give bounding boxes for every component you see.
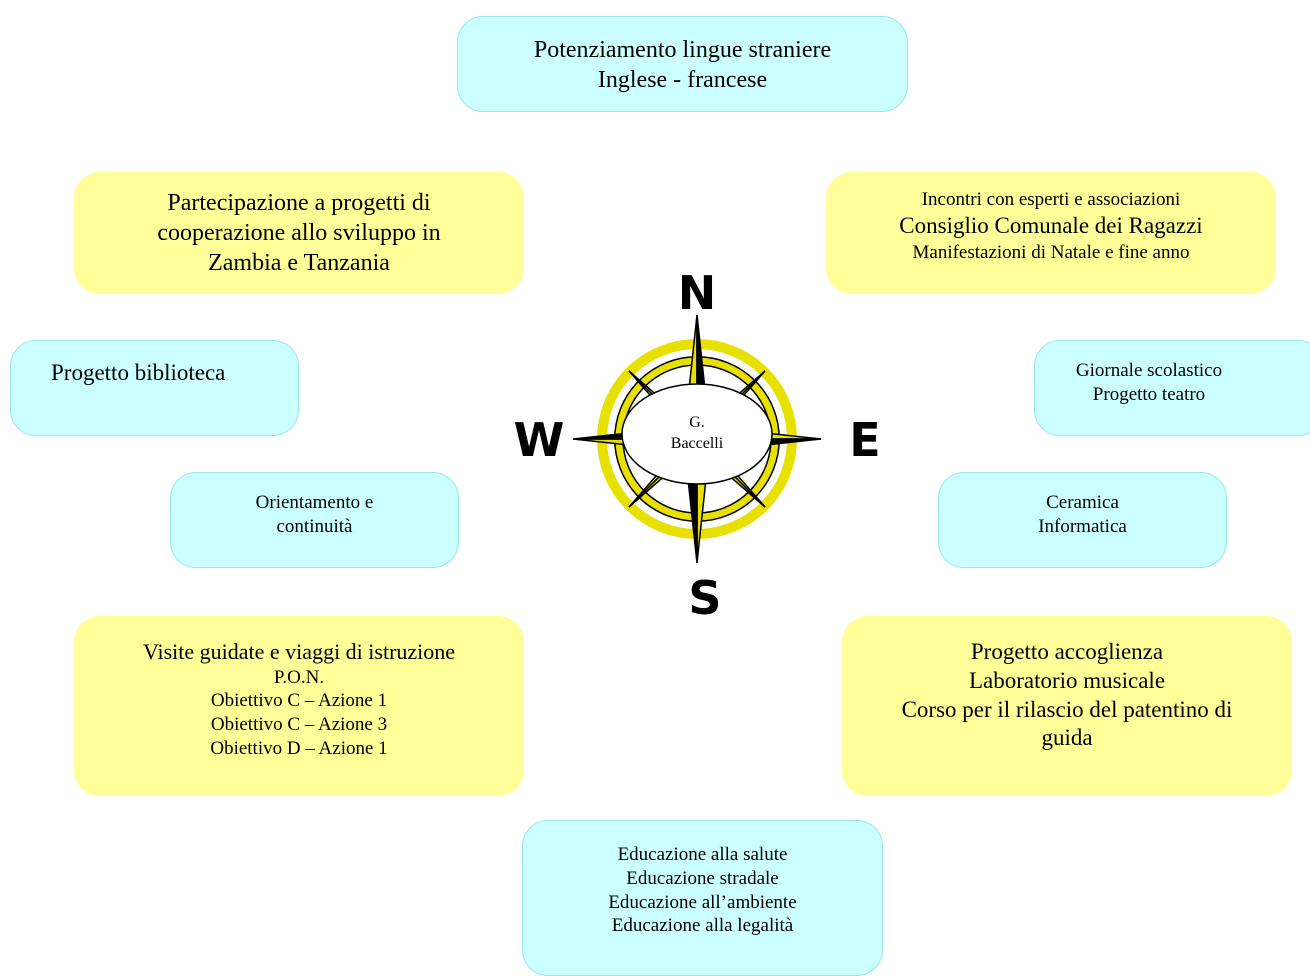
box-line: Educazione all’ambiente [608,891,797,913]
box-accoglienza: Progetto accoglienza Laboratorio musical… [842,616,1292,796]
box-line: Orientamento e [255,492,374,513]
box-line: Zambia e Tanzania [208,250,390,276]
box-line: Potenziamento lingue straniere [533,37,832,63]
compass-s: S [688,571,721,617]
compass-rose-icon: N S W E [515,266,881,617]
box-lingue-straniere: Potenziamento lingue straniere Inglese -… [457,16,908,112]
box-biblioteca: Progetto biblioteca [10,340,299,436]
box-line: cooperazione allo sviluppo in [157,220,441,246]
box-line: Corso per il rilascio del patentino di [901,696,1233,722]
box-line: Progetto accoglienza [970,639,1164,664]
box-line: Obiettivo C – Azione 3 [210,714,388,735]
box-line: Laboratorio musicale [968,667,1166,693]
box-line: Consiglio Comunale dei Ragazzi [899,212,1203,238]
box-line: continuità [276,515,353,537]
center-label: G. Baccelli [621,383,773,485]
compass-n: N [678,266,717,320]
box-line: P.O.N. [273,666,325,688]
box-line: Partecipazione a progetti di [167,190,431,216]
box-line: Progetto teatro [1092,383,1206,405]
box-incontri-esperti: Incontri con esperti e associazioni Cons… [826,172,1276,294]
compass-e: E [849,413,880,467]
box-cooperazione: Partecipazione a progetti di cooperazion… [74,172,524,294]
box-line: Informatica [1038,515,1127,537]
box-line: Visite guidate e viaggi di istruzione [142,639,456,664]
box-line: Obiettivo C – Azione 1 [210,690,388,712]
box-line: Educazione alla salute [617,844,788,865]
box-line: Obiettivo D – Azione 1 [210,737,388,759]
box-line: Giornale scolastico [1075,360,1223,381]
box-line: Progetto biblioteca [51,360,226,385]
center-label-line: Baccelli [670,435,724,452]
box-visite-pon: Visite guidate e viaggi di istruzione P.… [74,616,524,796]
compass-w: W [515,413,564,467]
box-ceramica-informatica: Ceramica Informatica [938,472,1227,568]
box-line: guida [1041,725,1093,751]
box-educazione: Educazione alla salute Educazione strada… [522,820,883,976]
box-line: Incontri con esperti e associazioni [921,189,1181,210]
center-label-line: G. [689,414,705,432]
box-giornale-teatro: Giornale scolastico Progetto teatro [1034,340,1310,436]
box-line: Educazione alla legalità [611,915,794,937]
box-line: Inglese - francese [597,67,768,93]
box-orientamento: Orientamento e continuità [170,472,459,568]
box-line: Ceramica [1046,492,1119,513]
box-line: Educazione stradale [626,867,779,889]
box-line: Manifestazioni di Natale e fine anno [912,241,1190,263]
